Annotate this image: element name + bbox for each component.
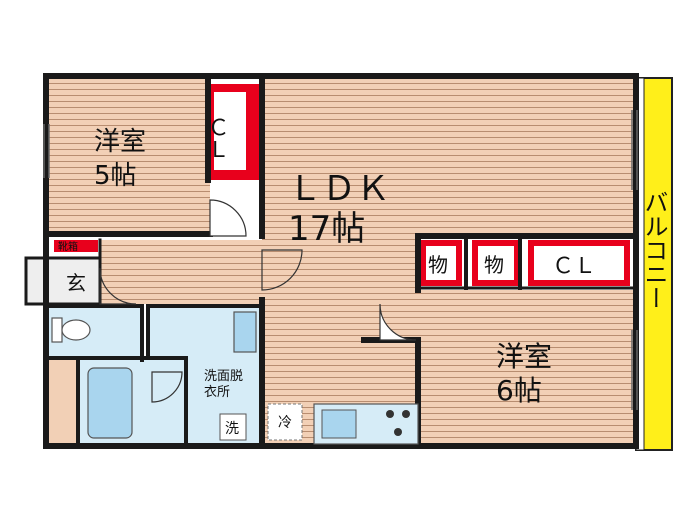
western-room-6-name: 洋室 bbox=[496, 340, 552, 373]
ldk-name: ＬＤＫ bbox=[288, 169, 390, 209]
western-room-5-size: 5帖 bbox=[94, 161, 137, 191]
stove-burner bbox=[386, 410, 394, 418]
stove-burner bbox=[394, 428, 402, 436]
western-room-5-floor bbox=[48, 78, 210, 234]
ldk-size: 17帖 bbox=[288, 209, 365, 249]
ldk-floor-upper bbox=[262, 78, 636, 236]
entrance-floor bbox=[26, 258, 100, 304]
western-room-5-name: 洋室 bbox=[94, 127, 146, 157]
bathtub bbox=[87, 367, 133, 439]
stove-burner bbox=[402, 410, 410, 418]
washer-label: 洗 bbox=[225, 421, 239, 437]
closet-top-label: ＣＬ bbox=[204, 116, 229, 160]
shoe-box bbox=[54, 240, 98, 252]
doors bbox=[99, 199, 417, 403]
windows bbox=[43, 110, 638, 410]
closet-right-label: ＣＬ bbox=[552, 254, 596, 279]
balcony-label: バルコニー bbox=[640, 190, 668, 310]
washroom-name-2: 衣所 bbox=[204, 384, 230, 400]
kitchen-sink bbox=[321, 409, 357, 439]
western-room-6-size: 6帖 bbox=[496, 374, 542, 407]
walls bbox=[24, 73, 639, 449]
toilet bbox=[51, 317, 91, 343]
washer-space bbox=[219, 413, 247, 441]
fridge-space bbox=[267, 403, 303, 441]
storage-mono-2-label: 物 bbox=[484, 253, 504, 277]
storage-mono-1-label: 物 bbox=[428, 253, 448, 277]
fridge-label: 冷 bbox=[278, 415, 292, 431]
shoe-box-label: 靴箱 bbox=[58, 240, 78, 253]
washroom-name: 洗面脱 bbox=[204, 369, 243, 384]
storage-small bbox=[48, 360, 78, 446]
washbasin bbox=[233, 311, 257, 353]
hallway-floor bbox=[100, 240, 262, 304]
western-room-6-floor bbox=[418, 290, 636, 446]
entrance-label: 玄 bbox=[66, 271, 86, 295]
